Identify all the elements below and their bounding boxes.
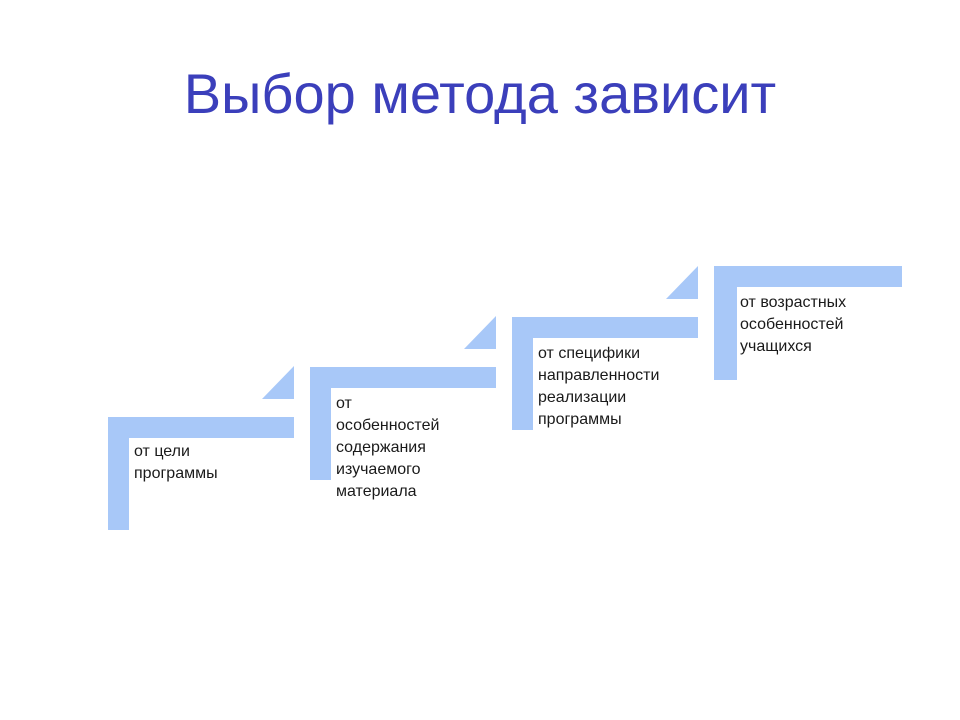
- step-2-side-bar: [310, 367, 331, 480]
- step-4-text: от возрастных особенностей учащихся: [740, 294, 847, 355]
- step-3-top-bar: [512, 317, 698, 338]
- step-3-side-bar: [512, 317, 533, 430]
- step-1-side-bar: [108, 417, 129, 530]
- step-3-connector: [666, 266, 698, 299]
- step-2-shape: [310, 316, 496, 480]
- slide-title: Выбор метода зависит: [183, 62, 777, 125]
- step-4-top-bar: [714, 266, 902, 287]
- step-4-side-bar: [714, 266, 737, 380]
- step-1-top-bar: [108, 417, 294, 438]
- step-2-top-bar: [310, 367, 496, 388]
- step-4-shape: [714, 266, 902, 380]
- step-1-connector: [262, 366, 294, 399]
- step-3-text: от специфики направленности реализации п…: [538, 345, 660, 428]
- step-2-text: от особенностей содержания изучаемого ма…: [336, 395, 440, 500]
- step-1-shape: [108, 366, 294, 530]
- step-2-connector: [464, 316, 496, 349]
- step-1-text: от цели программы: [134, 443, 218, 482]
- step-3-shape: [512, 266, 698, 430]
